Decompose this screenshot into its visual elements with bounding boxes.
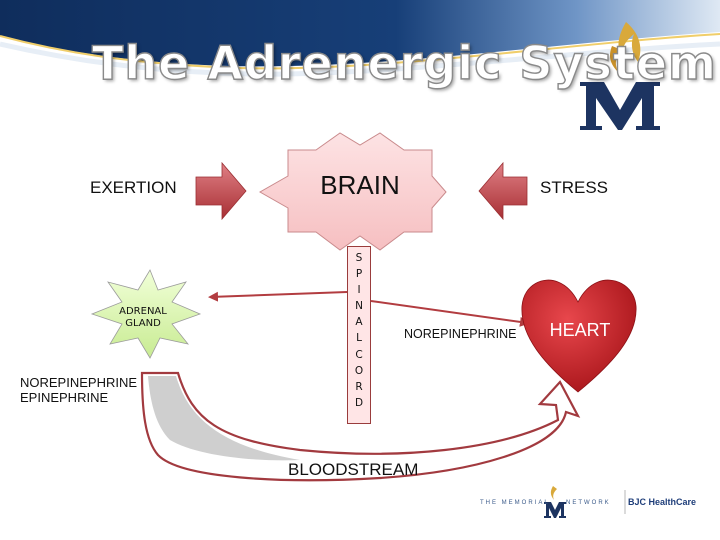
- spinal-cord-label: S P I N A L C O R D: [347, 250, 371, 411]
- spinal-letter: D: [354, 396, 364, 409]
- adrenal-gland-label: ADRENAL GLAND: [119, 306, 167, 329]
- spinal-letter: N: [355, 300, 363, 313]
- spinal-letter: C: [355, 348, 363, 361]
- stress-arrow: [478, 161, 528, 221]
- exertion-label: EXERTION: [90, 178, 177, 197]
- spinal-letter: A: [355, 316, 363, 329]
- brain-starburst: [258, 132, 447, 251]
- spinal-letter: L: [356, 332, 362, 345]
- adrenal-gland-shape: [90, 269, 202, 359]
- brain-label: BRAIN: [320, 170, 400, 200]
- spinal-letter: P: [355, 268, 363, 281]
- exertion-arrow: [195, 161, 247, 221]
- memorial-logo: [580, 22, 660, 130]
- spinal-to-adrenal-arrow: [208, 291, 348, 302]
- epinephrine-left-label: EPINEPHRINE: [20, 390, 109, 405]
- spinal-letter: R: [355, 380, 363, 393]
- heart-label: HEART: [549, 320, 611, 340]
- footer-partner: BJC HealthCare: [628, 497, 697, 507]
- spinal-to-heart-arrow: [370, 300, 530, 327]
- bloodstream-shading: [148, 376, 300, 461]
- slide-title: The Adrenergic System: [91, 35, 717, 90]
- header-banner: [0, 0, 720, 77]
- bloodstream-label: BLOODSTREAM: [288, 460, 419, 479]
- footer-network-right: NETWORK: [566, 500, 611, 506]
- footer-logo-graphic: [544, 486, 626, 518]
- spinal-letter: S: [355, 252, 363, 264]
- stress-label: STRESS: [540, 178, 609, 197]
- spinal-letter: O: [354, 364, 364, 377]
- norepinephrine-left-label: NOREPINEPHRINE: [20, 375, 138, 390]
- footer-network-left: THE MEMORIAL: [480, 500, 550, 506]
- heart-shape: [521, 279, 637, 393]
- norepinephrine-mid-label: NOREPINEPHRINE: [404, 327, 517, 341]
- spinal-letter: I: [357, 284, 361, 297]
- spinal-cord-box: [347, 246, 371, 424]
